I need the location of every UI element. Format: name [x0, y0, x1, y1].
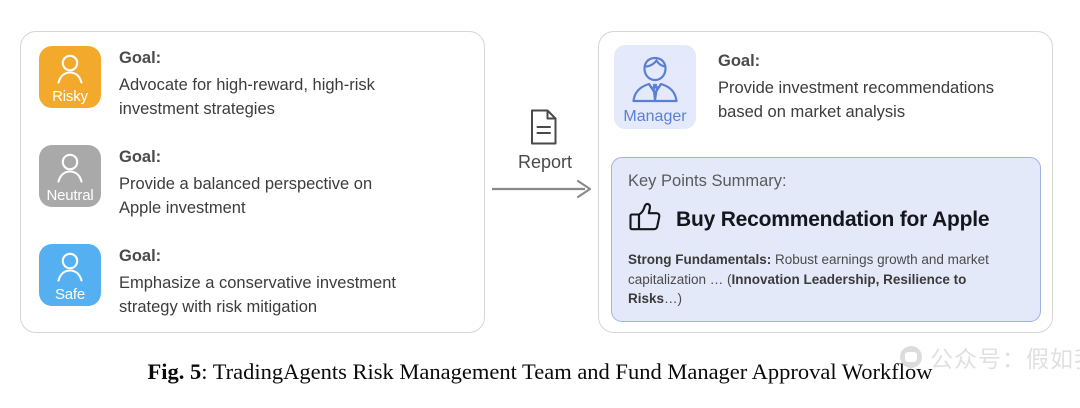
thumbs-up-icon	[628, 201, 662, 238]
agent-row-risky: Risky Goal: Advocate for high-reward, hi…	[39, 46, 375, 121]
agent-tile-risky[interactable]: Risky	[39, 46, 101, 108]
goal-label-safe: Goal:	[119, 247, 162, 265]
caption-prefix: Fig. 5	[147, 359, 202, 384]
manager-tile[interactable]: Manager	[614, 45, 696, 129]
goal-text-safe: Emphasize a conservative investment stra…	[119, 274, 396, 316]
key-points-summary-box: Key Points Summary: Buy Recommendation f…	[611, 157, 1041, 322]
report-label: Report	[517, 152, 573, 172]
goal-label-risky: Goal:	[119, 49, 162, 67]
summary-detail: Strong Fundamentals: Robust earnings gro…	[628, 250, 1024, 309]
goal-text-manager: Provide investment recommendations based…	[718, 79, 995, 121]
agent-row-neutral: Neutral Goal: Provide a balanced perspec…	[39, 145, 372, 220]
manager-row: Manager Goal: Provide investment recomme…	[614, 45, 994, 129]
goal-text-neutral: Provide a balanced perspective on Apple …	[119, 175, 373, 217]
manager-text: Goal: Provide investment recommendations…	[718, 45, 994, 124]
arrow-right-icon	[492, 178, 596, 205]
agent-text-safe: Goal: Emphasize a conservative investmen…	[119, 244, 396, 319]
document-icon	[529, 108, 559, 151]
recommendation-row: Buy Recommendation for Apple	[628, 201, 1024, 238]
summary-detail-bold-1: Strong Fundamentals:	[628, 252, 772, 267]
figure-caption: Fig. 5: TradingAgents Risk Management Te…	[0, 357, 1080, 387]
goal-label-manager: Goal:	[718, 52, 761, 70]
person-icon	[55, 251, 85, 288]
summary-detail-bold-2: Innovation Leadership, Resilience to Ris…	[628, 271, 967, 307]
goal-label-neutral: Goal:	[119, 148, 162, 166]
person-icon	[55, 53, 85, 90]
agent-tile-label-neutral: Neutral	[46, 187, 94, 204]
summary-title: Key Points Summary:	[628, 172, 787, 190]
caption-separator: :	[201, 359, 213, 384]
agent-text-risky: Goal: Advocate for high-reward, high-ris…	[119, 46, 375, 121]
recommendation-text: Buy Recommendation for Apple	[676, 207, 990, 231]
report-flow-group: Report	[492, 108, 595, 199]
agent-tile-safe[interactable]: Safe	[39, 244, 101, 306]
agent-tile-label-risky: Risky	[52, 88, 88, 105]
summary-detail-plain-1: Robust earnings growth and market capita…	[628, 252, 989, 287]
goal-text-risky: Advocate for high-reward, high-risk inve…	[119, 76, 375, 118]
agent-tile-neutral[interactable]: Neutral	[39, 145, 101, 207]
person-icon	[55, 152, 85, 189]
agent-text-neutral: Goal: Provide a balanced perspective on …	[119, 145, 372, 220]
agent-tile-label-safe: Safe	[54, 286, 86, 303]
caption-text: TradingAgents Risk Management Team and F…	[212, 359, 933, 384]
agent-row-safe: Safe Goal: Emphasize a conservative inve…	[39, 244, 396, 319]
risk-management-team-panel: Risky Goal: Advocate for high-reward, hi…	[20, 31, 485, 333]
manager-tile-label: Manager	[623, 108, 687, 125]
manager-person-icon	[627, 51, 683, 112]
summary-detail-plain-2: …)	[664, 291, 683, 306]
